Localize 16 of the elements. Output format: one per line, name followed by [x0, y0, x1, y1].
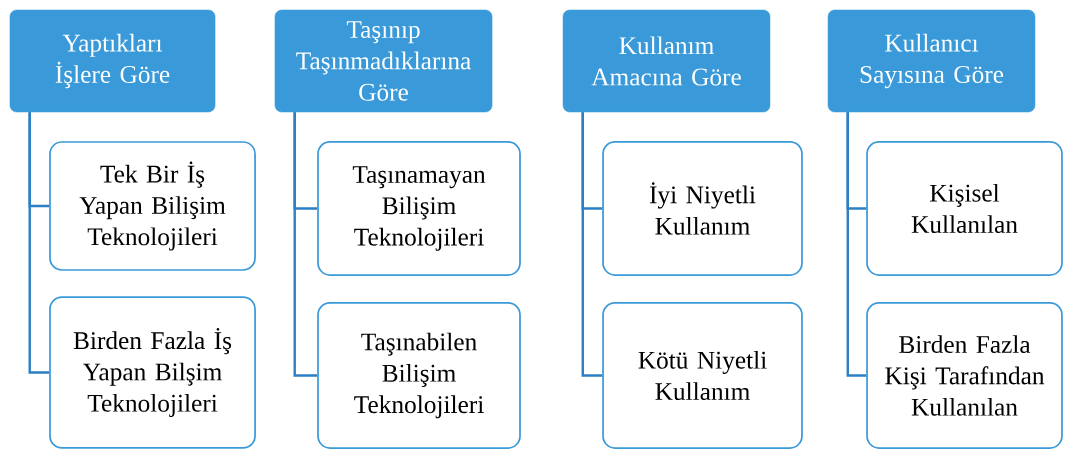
category-box: Kullanım Amacına Göre	[562, 9, 771, 113]
category-box: Taşınıp Taşınmadıklarına Göre	[274, 9, 493, 113]
category-box: Yaptıkları İşlere Göre	[9, 9, 216, 113]
connector-line	[293, 112, 318, 377]
connector-line	[581, 112, 603, 377]
connector-line	[846, 112, 867, 377]
subcategory-box: İyi Niyetli Kullanım	[602, 141, 803, 276]
subcategory-box: Birden Fazla İş Yapan Bilşim Teknolojileri	[49, 296, 256, 449]
subcategory-box: Tek Bir İş Yapan Bilişim Teknolojileri	[49, 141, 256, 271]
subcategory-box: Taşınabilen Bilişim Teknolojileri	[317, 302, 521, 449]
subcategory-box: Kişisel Kullanılan	[866, 141, 1063, 276]
subcategory-box: Taşınamayan Bilişim Teknolojileri	[317, 141, 521, 276]
connector-line	[28, 112, 50, 374]
subcategory-box: Kötü Niyetli Kullanım	[602, 302, 803, 449]
category-box: Kullanıcı Sayısına Göre	[827, 9, 1036, 113]
subcategory-box: Birden Fazla Kişi Tarafından Kullanılan	[866, 302, 1063, 449]
